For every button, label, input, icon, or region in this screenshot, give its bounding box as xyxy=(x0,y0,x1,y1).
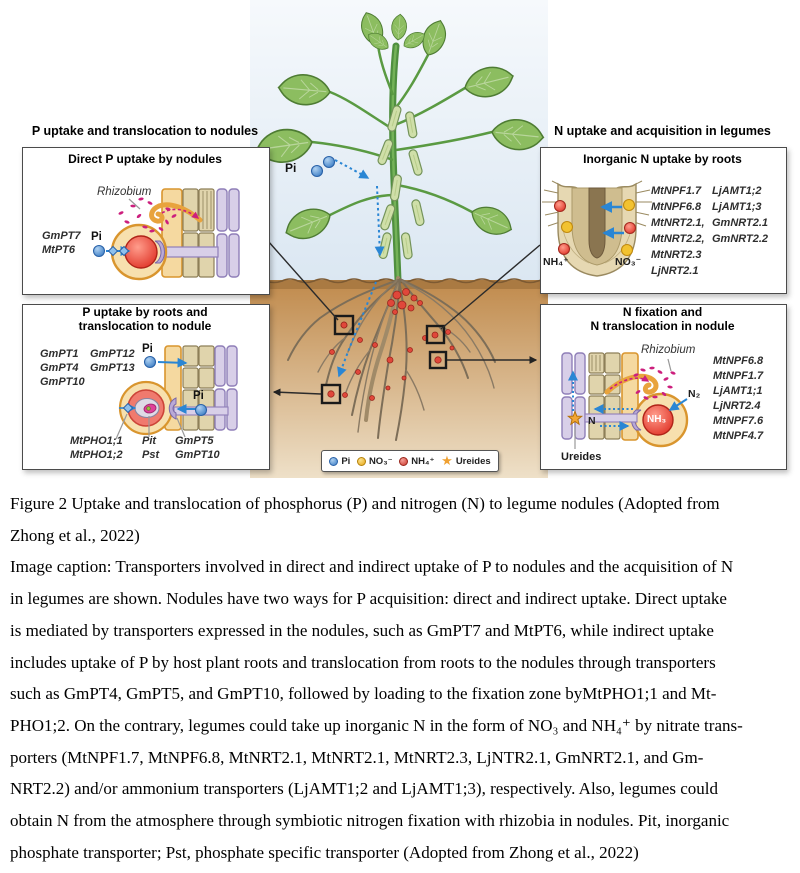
br-n-label: N xyxy=(588,415,596,427)
br-gene: MtNPF4.7 xyxy=(713,430,764,442)
tr-gene: MtNPF6.8 xyxy=(651,201,702,213)
br-rhizobium-label: Rhizobium xyxy=(641,344,696,356)
bl-gene: GmPT10 xyxy=(40,376,85,388)
caption-line: phosphate transporter; Pst, phosphate sp… xyxy=(10,842,639,862)
figure-caption: Figure 2 Uptake and translocation of pho… xyxy=(10,488,798,868)
zoom-boxes xyxy=(320,314,448,405)
no3-dot-icon xyxy=(356,456,366,466)
tr-gene: GmNRT2.2 xyxy=(712,233,769,245)
tl-title: Direct P uptake by nodules xyxy=(68,152,222,166)
ureides-star-icon: ★ xyxy=(441,453,453,468)
br-gene: MtNPF7.6 xyxy=(713,415,764,427)
caption-line: Zhong et al., 2022) xyxy=(10,525,140,545)
caption-line: PHO1;2. On the contrary, legumes could t… xyxy=(10,715,743,735)
br-title-line1: N fixation and xyxy=(622,305,703,319)
caption-line: such as GmPT4, GmPT5, and GmPT10, follow… xyxy=(10,684,717,704)
root-nodules xyxy=(327,288,455,401)
legend-item-nh4: NH₄⁺ xyxy=(399,455,435,467)
tr-gene: MtNRT2.1, xyxy=(651,217,705,229)
caption-line: NRT2.2) and/or ammonium transporters (Lj… xyxy=(10,779,718,799)
tr-gene: LjAMT1;3 xyxy=(712,201,762,213)
bl-gene: GmPT4 xyxy=(40,362,79,374)
tl-gene-mtpt6: MtPT6 xyxy=(42,244,75,256)
scene-pi-label: Pi xyxy=(285,161,297,175)
soybean-plant xyxy=(253,8,546,284)
soil xyxy=(250,280,548,478)
caption-line: Figure 2 Uptake and translocation of pho… xyxy=(10,494,720,513)
pi-dot-leaf-2 xyxy=(322,155,336,169)
bl-label-pit: Pit xyxy=(142,435,157,447)
bl-label-pst: Pst xyxy=(142,449,160,461)
zoom-box-d xyxy=(320,383,342,405)
connector-lines xyxy=(267,240,541,397)
tr-gene: LjNRT2.1 xyxy=(651,265,699,277)
tl-gene-gmpt7: GmPT7 xyxy=(42,230,81,242)
panel-direct-p-uptake xyxy=(22,147,270,295)
br-nh3-label: NH₃ xyxy=(647,414,667,425)
br-ureides-label: Ureides xyxy=(561,451,602,463)
tr-gene: GmNRT2.1 xyxy=(712,217,769,229)
bl-pi-top-label: Pi xyxy=(142,343,153,355)
legend-item-ureides: ★ Ureides xyxy=(441,453,491,468)
scene-illustration xyxy=(249,0,549,478)
bl-pi-right-label: Pi xyxy=(193,390,204,402)
tr-no3-label: NO₃⁻ xyxy=(615,256,642,268)
tr-nh4-label: NH₄⁺ xyxy=(543,256,569,268)
pi-flow-arrows xyxy=(334,159,385,378)
br-n2-label: N₂ xyxy=(688,388,701,400)
br-gene: MtNPF6.8 xyxy=(713,355,764,367)
br-gene: LjNRT2.4 xyxy=(713,400,761,412)
bl-gene: GmPT1 xyxy=(40,348,79,360)
bl-label-mtpho11: MtPHO1;1 xyxy=(70,435,123,447)
caption-line: Image caption: Transporters involved in … xyxy=(10,557,734,577)
legend-label: Pi xyxy=(341,455,351,467)
branches xyxy=(311,44,493,217)
caption-line: obtain N from the atmosphere through sym… xyxy=(10,811,730,831)
br-gene: LjAMT1;1 xyxy=(713,385,763,397)
tr-gene: MtNRT2.2, xyxy=(651,233,705,245)
tl-rhizobium-label: Rhizobium xyxy=(97,186,152,198)
bl-gene: GmPT13 xyxy=(90,362,135,374)
zoom-box-b xyxy=(425,324,446,345)
bl-title-line2: translocation to nodule xyxy=(78,319,212,333)
tr-title: Inorganic N uptake by roots xyxy=(583,152,742,166)
bl-label-gmpt5: GmPT5 xyxy=(175,435,214,447)
zoom-box-c xyxy=(428,350,448,370)
br-gene: MtNPF1.7 xyxy=(713,370,764,382)
tr-gene: LjAMT1;2 xyxy=(712,185,762,197)
legend-label: NO₃⁻ xyxy=(368,455,393,467)
bl-label-gmpt10: GmPT10 xyxy=(175,449,220,461)
caption-line: is mediated by transporters expressed in… xyxy=(10,620,714,640)
caption-line: includes uptake of P by host plant roots… xyxy=(10,652,716,672)
caption-line: in legumes are shown. Nodules have two w… xyxy=(10,589,727,609)
legend-item-no3: NO₃⁻ xyxy=(356,455,393,467)
bl-gene: GmPT12 xyxy=(90,348,135,360)
tr-gene: MtNRT2.3 xyxy=(651,249,702,261)
legend-item-pi: Pi xyxy=(329,456,350,467)
section-title-p: P uptake and translocation to nodules xyxy=(31,124,259,138)
legend: Pi NO₃⁻ NH₄⁺ ★ Ureides xyxy=(321,450,499,472)
pi-dot-leaf-1 xyxy=(310,164,324,178)
bl-title-line1: P uptake by roots and xyxy=(82,305,208,319)
pi-dot-icon xyxy=(329,456,339,466)
caption-line: porters (MtNPF1.7, MtNPF6.8, MtNRT2.1, M… xyxy=(10,747,704,767)
legend-label: Ureides xyxy=(455,455,491,467)
br-title-line2: N translocation in nodule xyxy=(590,319,735,333)
section-title-n: N uptake and acquisition in legumes xyxy=(554,124,771,138)
nh4-dot-icon xyxy=(399,456,409,466)
bl-label-mtpho12: MtPHO1;2 xyxy=(70,449,123,461)
tr-gene: MtNPF1.7 xyxy=(651,185,702,197)
legend-label: NH₄⁺ xyxy=(411,455,435,467)
zoom-box-a xyxy=(333,314,355,336)
tl-pi-label: Pi xyxy=(91,231,102,243)
